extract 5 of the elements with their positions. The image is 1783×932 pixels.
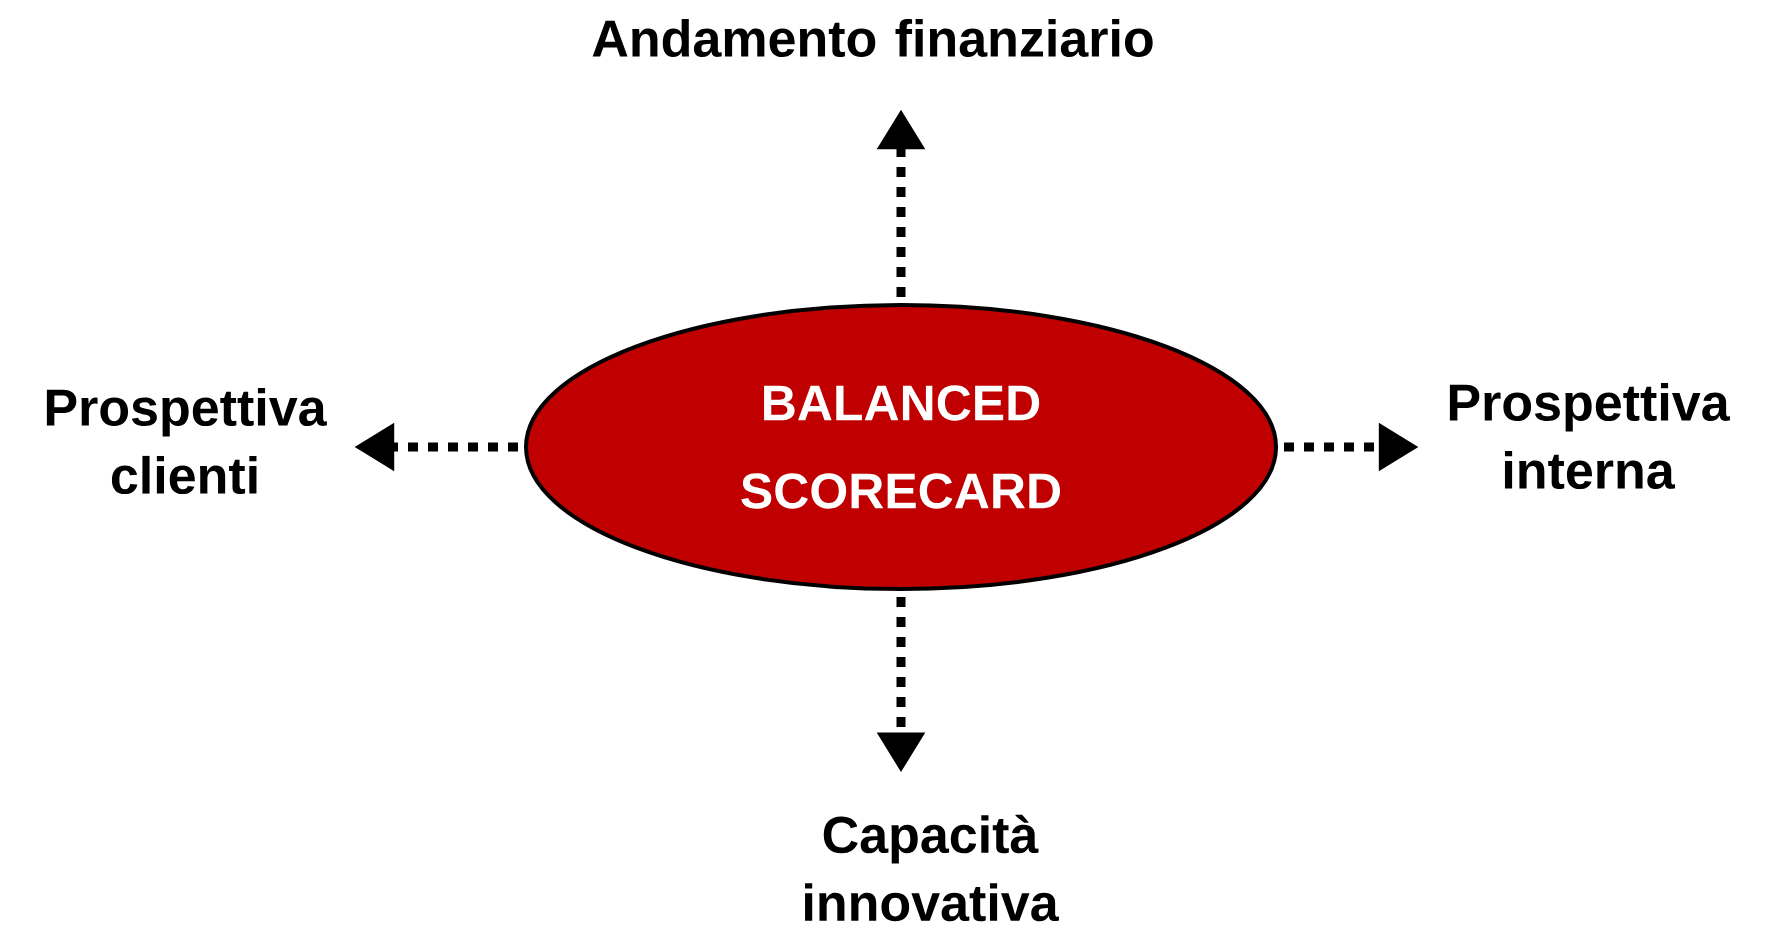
perspective-label: Capacità innovativa <box>805 814 1059 922</box>
perspective-label: Prospettiva clienti <box>46 387 327 495</box>
ellipse-node: BALANCED SCORECARD <box>524 303 1278 591</box>
perspective-label: Andamento finanziario <box>592 18 1153 58</box>
perspective-label: Prospettiva interna <box>1449 382 1730 490</box>
